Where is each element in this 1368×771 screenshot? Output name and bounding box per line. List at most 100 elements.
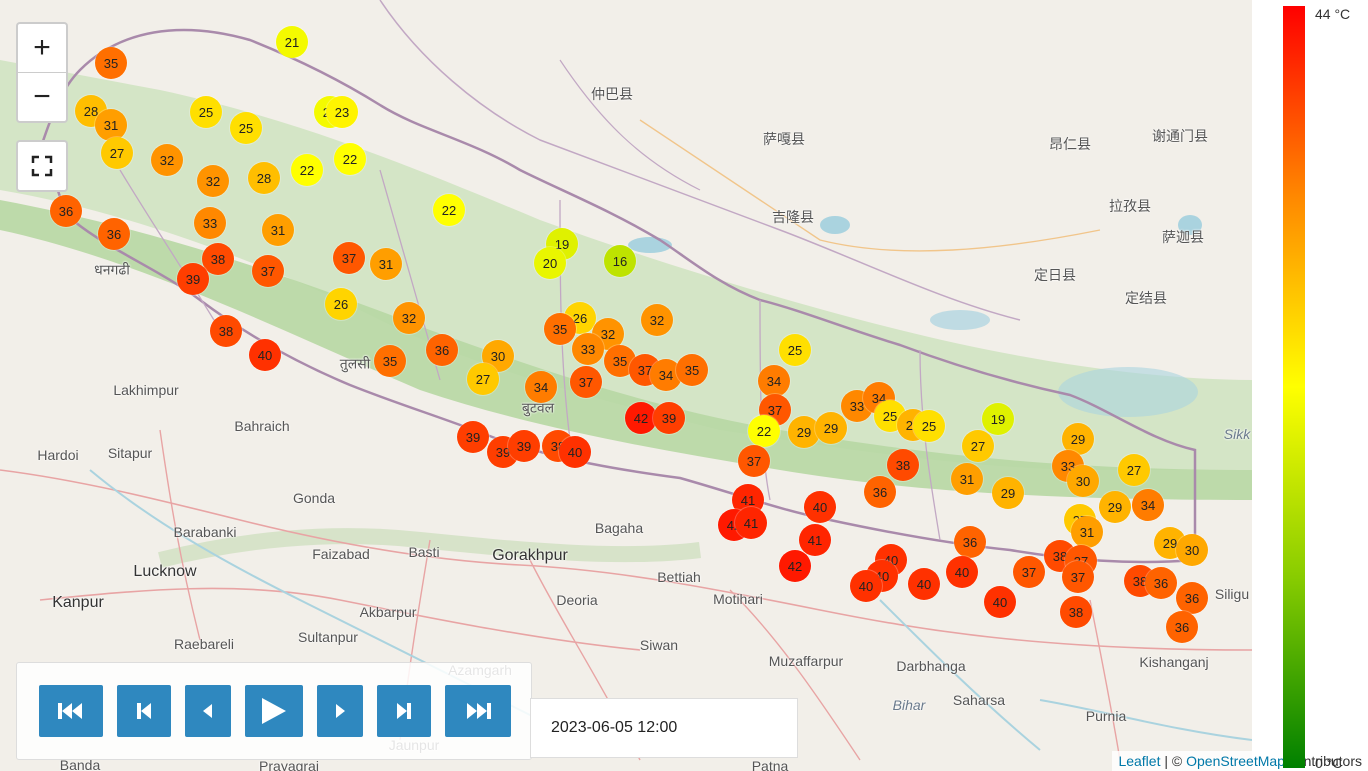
station-marker[interactable]: 40 (908, 568, 940, 600)
station-marker[interactable]: 22 (334, 143, 366, 175)
station-marker[interactable]: 34 (758, 365, 790, 397)
step-backward-button[interactable] (185, 685, 231, 737)
station-marker[interactable]: 27 (1118, 454, 1150, 486)
place-label: 谢通门县 (1152, 128, 1208, 144)
station-marker[interactable]: 39 (653, 402, 685, 434)
first-frame-button[interactable] (39, 685, 103, 737)
station-marker[interactable]: 30 (1067, 465, 1099, 497)
station-marker[interactable]: 28 (248, 162, 280, 194)
station-marker[interactable]: 34 (525, 371, 557, 403)
station-marker[interactable]: 41 (799, 524, 831, 556)
station-marker[interactable]: 29 (815, 412, 847, 444)
station-marker[interactable]: 27 (101, 137, 133, 169)
station-marker[interactable]: 39 (177, 263, 209, 295)
station-marker[interactable]: 40 (946, 556, 978, 588)
station-marker[interactable]: 40 (804, 491, 836, 523)
station-marker[interactable]: 16 (604, 245, 636, 277)
station-marker[interactable]: 36 (864, 476, 896, 508)
station-marker[interactable]: 22 (433, 194, 465, 226)
station-marker[interactable]: 35 (676, 354, 708, 386)
station-marker[interactable]: 25 (779, 334, 811, 366)
zoom-out-button[interactable]: − (33, 80, 51, 113)
station-marker[interactable]: 22 (748, 415, 780, 447)
station-marker[interactable]: 36 (426, 334, 458, 366)
station-marker[interactable]: 39 (508, 430, 540, 462)
station-marker[interactable]: 40 (984, 586, 1016, 618)
station-marker[interactable]: 40 (559, 436, 591, 468)
legend-min-label: 0 °C (1315, 755, 1343, 771)
last-frame-button[interactable] (445, 685, 511, 737)
next-frame-button[interactable] (377, 685, 431, 737)
station-marker[interactable]: 40 (249, 339, 281, 371)
station-marker[interactable]: 31 (370, 248, 402, 280)
station-marker[interactable]: 32 (641, 304, 673, 336)
station-marker[interactable]: 35 (544, 313, 576, 345)
station-marker[interactable]: 20 (534, 247, 566, 279)
station-marker[interactable]: 29 (1062, 423, 1094, 455)
station-marker[interactable]: 25 (190, 96, 222, 128)
station-marker[interactable]: 37 (333, 242, 365, 274)
station-marker[interactable]: 40 (850, 570, 882, 602)
station-marker[interactable]: 32 (151, 144, 183, 176)
station-marker[interactable]: 34 (1132, 489, 1164, 521)
station-marker[interactable]: 37 (738, 445, 770, 477)
station-marker[interactable]: 35 (374, 345, 406, 377)
station-marker[interactable]: 38 (1060, 596, 1092, 628)
station-marker[interactable]: 29 (992, 477, 1024, 509)
place-label: Bahraich (234, 418, 290, 434)
play-button[interactable] (245, 685, 303, 737)
station-marker[interactable]: 21 (276, 26, 308, 58)
fullscreen-button[interactable] (16, 140, 68, 192)
station-marker[interactable]: 36 (1166, 611, 1198, 643)
station-marker[interactable]: 38 (887, 449, 919, 481)
station-marker[interactable]: 30 (1176, 534, 1208, 566)
step-forward-button[interactable] (317, 685, 363, 737)
station-marker[interactable]: 35 (95, 47, 127, 79)
skip-to-end-icon (467, 703, 491, 719)
station-marker[interactable]: 42 (625, 402, 657, 434)
station-marker[interactable]: 37 (252, 255, 284, 287)
station-marker[interactable]: 22 (291, 154, 323, 186)
station-marker[interactable]: 36 (1176, 582, 1208, 614)
station-marker[interactable]: 41 (735, 507, 767, 539)
station-marker[interactable]: 30 (482, 340, 514, 372)
station-marker[interactable]: 38 (210, 315, 242, 347)
station-marker[interactable]: 36 (954, 526, 986, 558)
station-marker[interactable]: 29 (1099, 491, 1131, 523)
station-marker[interactable]: 27 (467, 363, 499, 395)
station-marker[interactable]: 36 (50, 195, 82, 227)
station-marker[interactable]: 31 (1071, 516, 1103, 548)
station-marker[interactable]: 31 (951, 463, 983, 495)
station-marker[interactable]: 23 (326, 96, 358, 128)
leaflet-link[interactable]: Leaflet (1118, 753, 1161, 769)
station-marker[interactable]: 37 (570, 366, 602, 398)
station-marker[interactable]: 38 (202, 243, 234, 275)
station-marker[interactable]: 32 (393, 302, 425, 334)
station-marker[interactable]: 27 (962, 430, 994, 462)
station-marker[interactable]: 37 (1062, 561, 1094, 593)
station-marker[interactable]: 26 (325, 288, 357, 320)
place-label: Sultanpur (298, 629, 358, 645)
station-marker[interactable]: 31 (95, 109, 127, 141)
station-marker[interactable]: 37 (1013, 556, 1045, 588)
osm-link[interactable]: OpenStreetMap (1186, 753, 1285, 769)
previous-frame-button[interactable] (117, 685, 171, 737)
station-marker[interactable]: 19 (982, 403, 1014, 435)
fullscreen-icon (31, 155, 53, 177)
place-label: Hardoi (37, 447, 79, 463)
place-label: Gonda (292, 490, 336, 506)
zoom-in-button[interactable]: + (18, 24, 66, 73)
station-marker[interactable]: 33 (194, 207, 226, 239)
place-label: Darbhanga (896, 658, 966, 674)
station-marker[interactable]: 33 (572, 333, 604, 365)
station-marker[interactable]: 25 (913, 410, 945, 442)
station-marker[interactable]: 25 (230, 112, 262, 144)
station-marker[interactable]: 31 (262, 214, 294, 246)
station-marker[interactable]: 29 (788, 416, 820, 448)
station-marker[interactable]: 39 (457, 421, 489, 453)
station-marker[interactable]: 36 (1145, 567, 1177, 599)
station-marker[interactable]: 42 (779, 550, 811, 582)
station-marker[interactable]: 36 (98, 218, 130, 250)
station-marker[interactable]: 32 (197, 165, 229, 197)
